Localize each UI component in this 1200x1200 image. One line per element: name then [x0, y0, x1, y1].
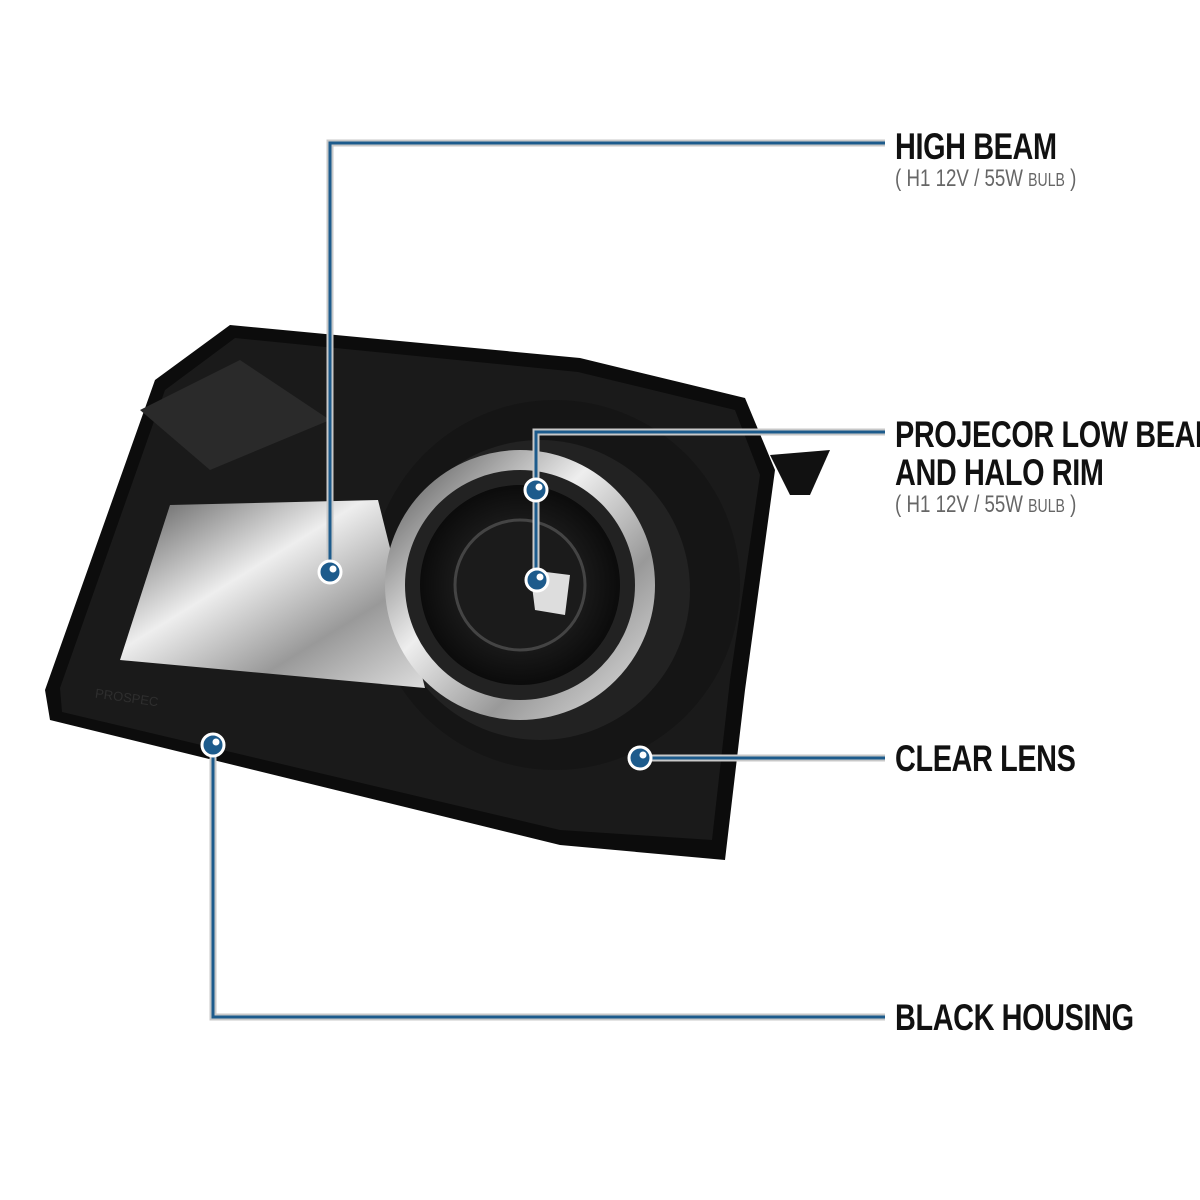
spec-paren: ) — [1070, 491, 1077, 518]
callout-title: CLEAR LENS — [895, 738, 1076, 779]
dot-marker-icon — [523, 477, 549, 503]
callout-projector-low-beam: PROJECOR LOW BEAM AND HALO RIM ( H1 12V … — [895, 416, 1200, 519]
dot-marker-icon — [524, 567, 550, 593]
callout-dots — [200, 477, 653, 771]
callout-black-housing: BLACK HOUSING — [895, 999, 1134, 1037]
spec-paren: ) — [1070, 165, 1077, 192]
callout-spec: ( H1 12V / 55W BULB ) — [895, 492, 1200, 519]
dot-marker-icon — [627, 745, 653, 771]
spec-value: H1 12V / 55W — [906, 491, 1023, 518]
spec-unit: BULB — [1028, 170, 1065, 190]
high-beam-reflector — [120, 500, 425, 688]
high-beam-line — [328, 141, 885, 572]
halo-projector — [385, 450, 655, 720]
callout-title-line2: AND HALO RIM — [895, 452, 1104, 493]
callout-lines — [209, 139, 885, 1021]
spec-paren: ( — [895, 491, 902, 518]
dot-marker-icon — [200, 732, 226, 758]
callout-high-beam: HIGH BEAM ( H1 12V / 55W BULB ) — [895, 128, 1076, 193]
black-housing-line — [211, 745, 885, 1019]
mount-tab — [770, 450, 830, 495]
callout-title: HIGH BEAM — [895, 126, 1057, 167]
callout-spec: ( H1 12V / 55W BULB ) — [895, 166, 1076, 193]
callout-clear-lens: CLEAR LENS — [895, 738, 1076, 779]
spec-value: H1 12V / 55W — [906, 165, 1023, 192]
spec-paren: ( — [895, 165, 902, 192]
spec-unit: BULB — [1028, 496, 1065, 516]
projector-line — [534, 430, 885, 580]
callout-title: BLACK HOUSING — [895, 997, 1134, 1038]
dot-marker-icon — [317, 559, 343, 585]
callout-title: PROJECOR LOW BEAM — [895, 414, 1200, 455]
